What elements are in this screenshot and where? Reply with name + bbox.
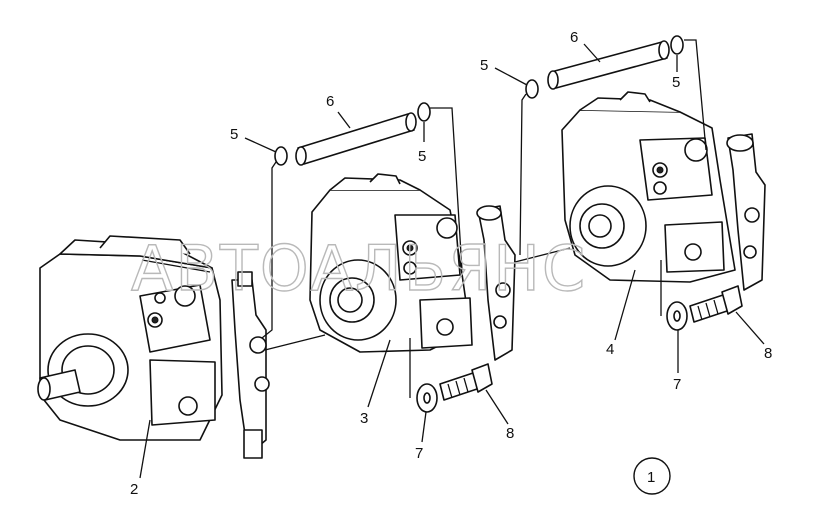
o-ring-5a: [274, 146, 288, 166]
callout-8a: 8: [506, 425, 514, 442]
bolt-8-left: [439, 363, 493, 401]
callout-8b: 8: [764, 345, 772, 362]
callout-7b: 7: [673, 376, 681, 393]
callout-4: 4: [606, 341, 614, 358]
figure-number-badge: 1: [633, 457, 671, 495]
o-ring-5b: [417, 102, 431, 122]
pump-3: [309, 173, 516, 361]
callout-7a: 7: [415, 445, 423, 462]
o-ring-5d: [670, 35, 684, 55]
callout-5d: 5: [672, 74, 680, 91]
assembly-lines: [139, 39, 765, 479]
callout-5b: 5: [418, 148, 426, 165]
figure-number: 1: [647, 469, 655, 486]
callout-3: 3: [360, 410, 368, 427]
callout-5c: 5: [480, 57, 488, 74]
callout-5a: 5: [230, 126, 238, 143]
tube-6-left: [295, 112, 417, 166]
bolt-8-right: [689, 285, 743, 323]
pump-2: [37, 235, 270, 459]
pump-4: [561, 91, 766, 291]
washer-7-left: [416, 383, 438, 413]
watermark: АВТОАЛЬЯНС: [131, 232, 587, 305]
callout-6b: 6: [570, 29, 578, 46]
o-ring-5c: [525, 79, 539, 99]
washer-7-right: [666, 301, 688, 331]
callout-2: 2: [130, 481, 138, 498]
tube-6-right: [547, 40, 670, 90]
callouts: 2 3 4 5 5 5 5 6 6 7 7 8 8: [130, 29, 772, 498]
callout-6a: 6: [326, 93, 334, 110]
